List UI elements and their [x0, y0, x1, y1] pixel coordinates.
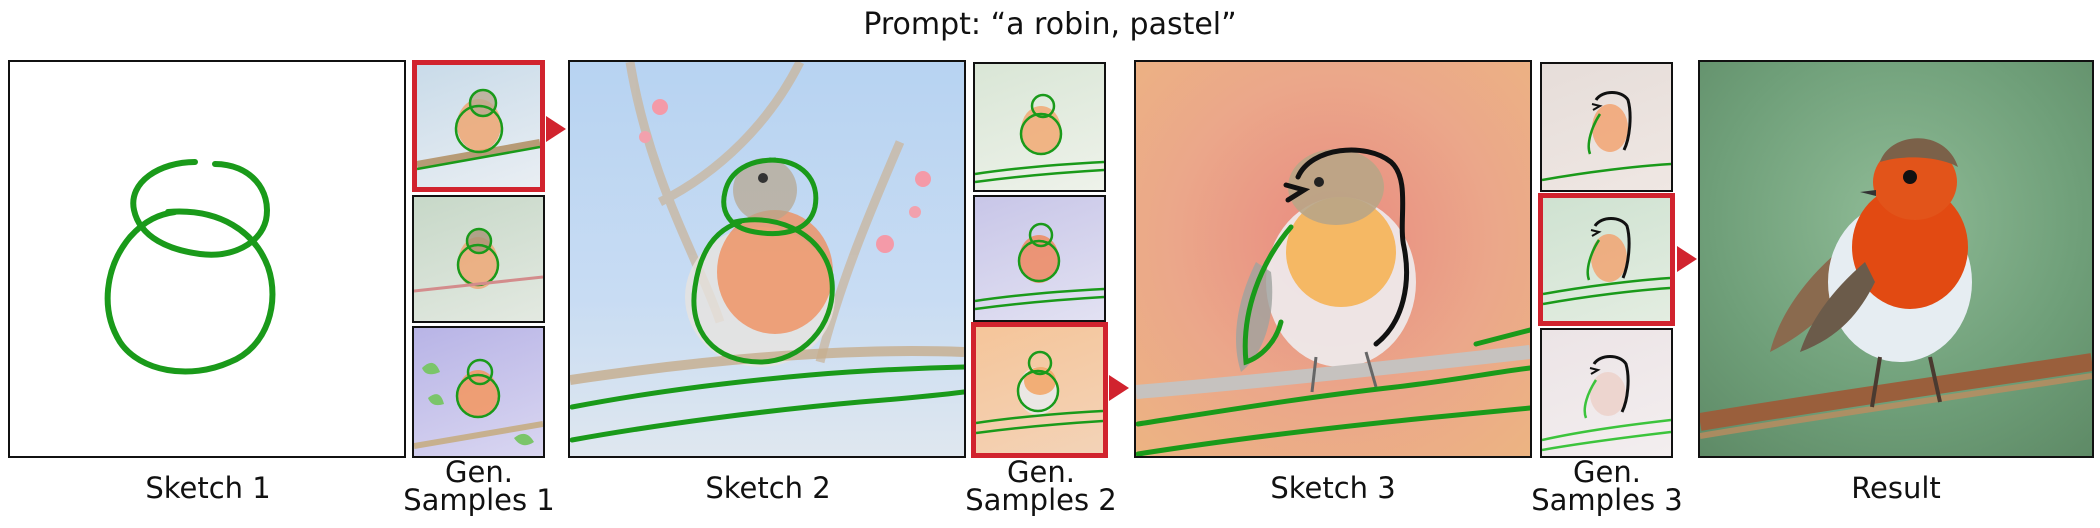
samples-1-thumb-1[interactable]: [412, 60, 545, 192]
sketch-1-label: Sketch 1: [145, 471, 271, 505]
selection-arrow-1: [546, 116, 566, 142]
samples-3-label-line2: Samples 3: [1531, 483, 1683, 517]
samples-3-thumb-2[interactable]: [1538, 193, 1675, 326]
samples-2-thumb-1[interactable]: [973, 62, 1106, 192]
samples-3-label: Gen. Samples 3: [1526, 455, 1688, 517]
samples-2-label-line1: Gen.: [1007, 455, 1075, 489]
sketch-2-panel: [568, 60, 966, 458]
result-robin-image: [1700, 138, 2092, 439]
sketch-3-label: Sketch 3: [1270, 471, 1396, 505]
samples-1-label-line1: Gen.: [445, 455, 513, 489]
sketch-2-label: Sketch 2: [705, 471, 831, 505]
sketch-3-panel: [1134, 60, 1532, 458]
samples-3-thumb-3[interactable]: [1540, 328, 1673, 458]
samples-2-label-line2: Samples 2: [965, 483, 1117, 517]
sketch-1-panel: [8, 60, 406, 458]
result-label: Result: [1851, 471, 1941, 505]
samples-1-thumb-3[interactable]: [412, 326, 545, 458]
samples-2-thumb-3[interactable]: [971, 322, 1108, 458]
samples-1-label: Gen. Samples 1: [398, 455, 560, 517]
samples-2-label: Gen. Samples 2: [960, 455, 1122, 517]
sketch-2-strokes: [570, 62, 964, 443]
sketch-3-strokes: [1136, 147, 1530, 456]
samples-3-thumb-1[interactable]: [1540, 62, 1673, 192]
result-panel: [1698, 60, 2094, 458]
samples-1-thumb-2[interactable]: [412, 195, 545, 323]
selection-arrow-3: [1677, 246, 1697, 272]
sketch-1-strokes: [104, 159, 276, 375]
samples-3-label-line1: Gen.: [1573, 455, 1641, 489]
prompt-title: Prompt: “a robin, pastel”: [863, 7, 1237, 42]
samples-2-thumb-2[interactable]: [973, 195, 1106, 322]
selection-arrow-2: [1109, 375, 1129, 401]
samples-1-label-line2: Samples 1: [403, 483, 555, 517]
